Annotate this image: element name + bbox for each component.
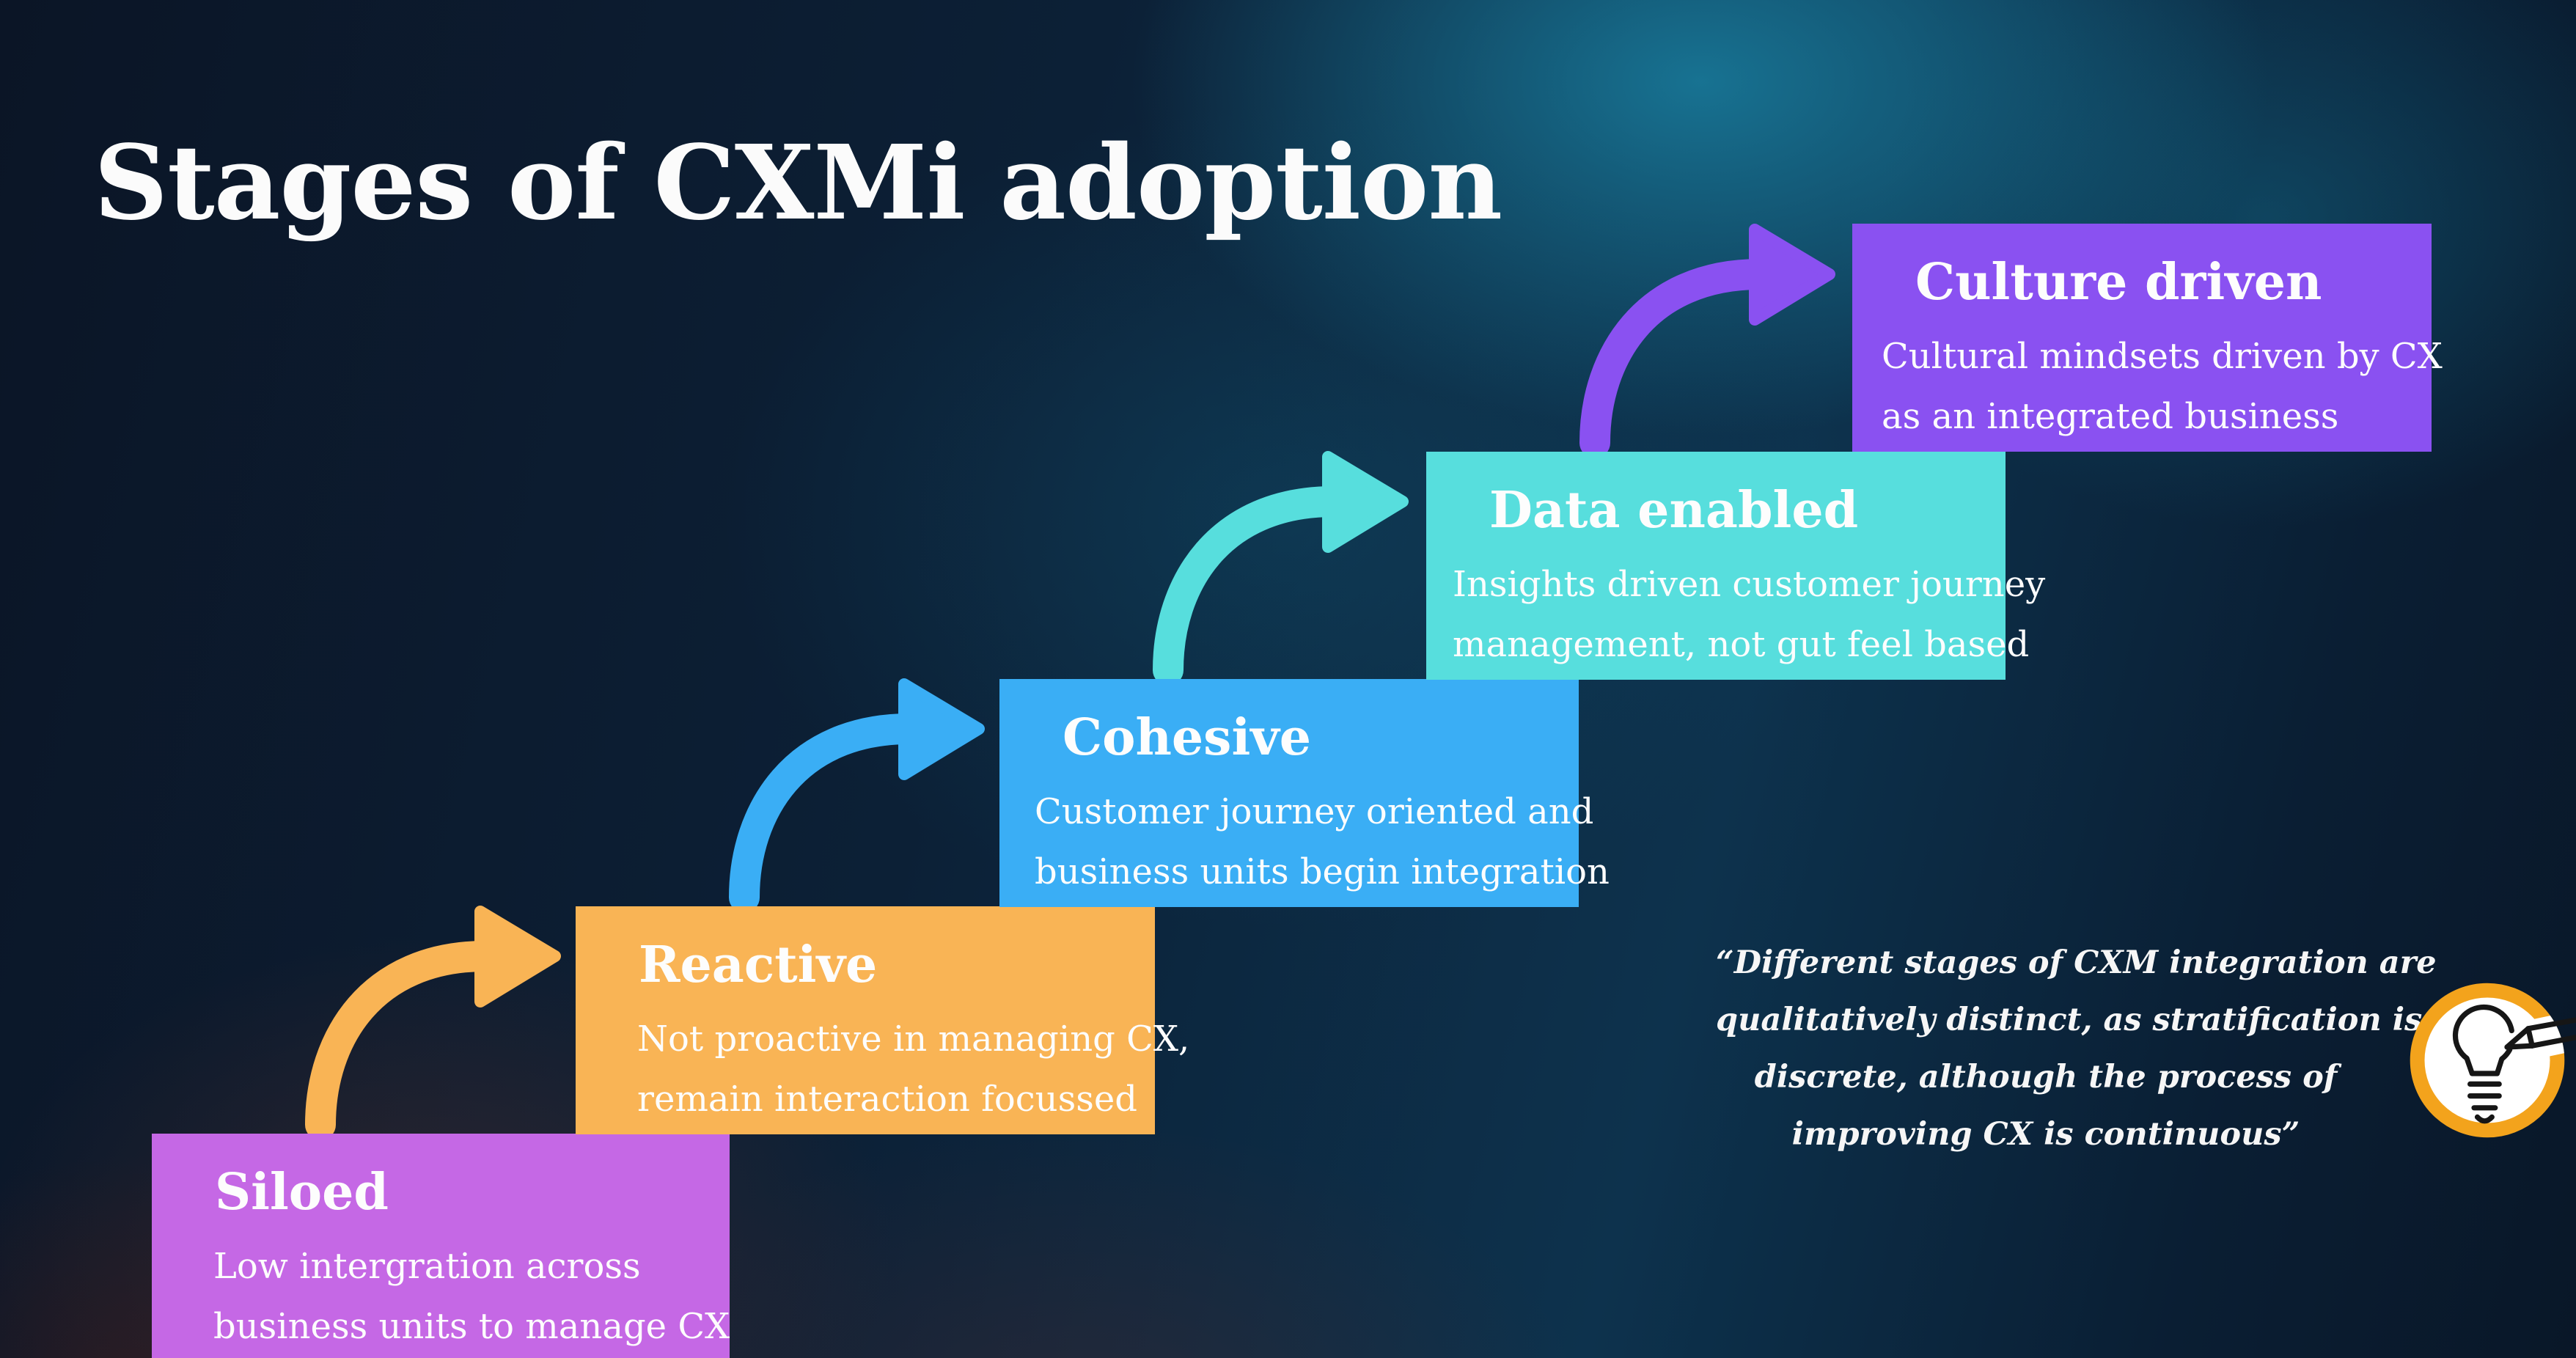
- stage-description-line: Not proactive in managing CX,: [637, 1018, 1190, 1060]
- stage-description-line: business units to manage CX: [213, 1306, 730, 1347]
- stage-box-siloed: Siloed Low intergration across business …: [152, 1134, 730, 1358]
- stage-box-reactive: Reactive Not proactive in managing CX, r…: [576, 906, 1190, 1134]
- stage-description-line: business units begin integration: [1035, 851, 1610, 892]
- stage-description-line: management, not gut feel based: [1453, 624, 2030, 665]
- stage-title: Culture driven: [1915, 253, 2322, 312]
- arrow-data-enabled-to-culture-driven-icon: [1579, 224, 1835, 458]
- arrow-siloed-to-reactive-icon: [305, 906, 561, 1140]
- stage-title: Siloed: [215, 1163, 389, 1222]
- arrow-cohesive-to-data-enabled-icon: [1153, 451, 1409, 686]
- stage-title: Data enabled: [1489, 481, 1859, 540]
- quote-line: discrete, although the process of: [1754, 1059, 2338, 1095]
- quote-line: improving CX is continuous”: [1791, 1116, 2300, 1153]
- stage-description-line: Low intergration across: [213, 1246, 641, 1287]
- stage-description-line: as an integrated business: [1882, 396, 2339, 437]
- stage-title: Cohesive: [1063, 708, 1312, 767]
- quote-line: “Different stages of CXM integration are: [1716, 944, 2437, 981]
- arrow-reactive-to-cohesive-icon: [729, 678, 985, 913]
- stage-description-line: remain interaction focussed: [637, 1079, 1137, 1120]
- stage-box-culture-driven: Culture driven Cultural mindsets driven …: [1852, 224, 2443, 452]
- stage-description-line: Insights driven customer journey: [1453, 564, 2046, 605]
- page-title: Stages of CXMi adoption: [94, 123, 1502, 243]
- stage-description-line: Cultural mindsets driven by CX: [1882, 336, 2443, 377]
- stage-description-line: Customer journey oriented and: [1035, 791, 1594, 832]
- stage-title: Reactive: [639, 936, 878, 994]
- lightbulb-pencil-icon: [2410, 983, 2576, 1138]
- stage-box-cohesive: Cohesive Customer journey oriented and b…: [999, 679, 1610, 907]
- quote-text: “Different stages of CXM integration are…: [1716, 934, 2437, 1163]
- quote-line: qualitatively distinct, as stratificatio…: [1716, 1002, 2423, 1038]
- stage-box-data-enabled: Data enabled Insights driven customer jo…: [1426, 452, 2046, 680]
